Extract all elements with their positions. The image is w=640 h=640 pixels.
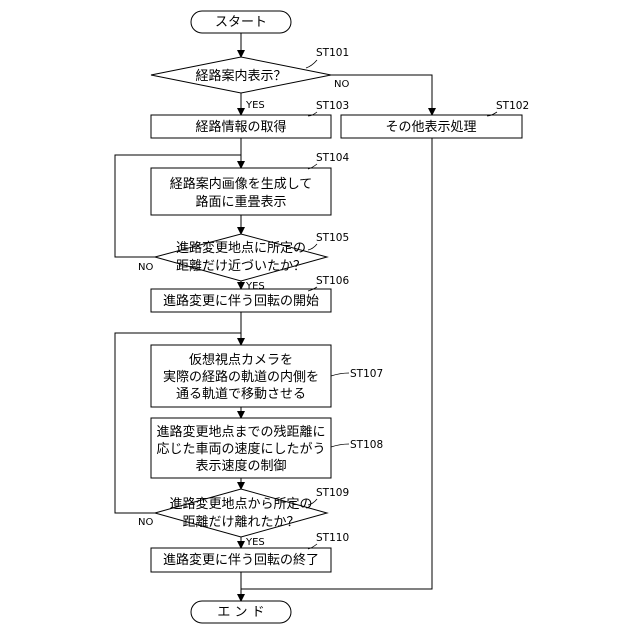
st110-id: ST110 [316, 532, 349, 544]
process-st104-line-1: 経路案内画像を生成して [170, 176, 313, 192]
d109-yes-label: YES [245, 537, 265, 548]
st102-id: ST102 [496, 100, 529, 112]
process-st103-label: 経路情報の取得 [195, 119, 286, 135]
decision-st109-line-1: 進路変更地点から所定の [169, 496, 312, 512]
start-terminal: スタート [191, 11, 291, 33]
st105-id: ST105 [316, 232, 349, 244]
process-st107-line-3: 通る軌道で移動させる [176, 386, 306, 402]
st105-leader [308, 244, 317, 250]
st101-id: ST101 [316, 47, 349, 59]
st107-id: ST107 [350, 368, 383, 380]
process-st107-line-2: 実際の経路の軌道の内側を [163, 369, 319, 385]
st106-id: ST106 [316, 275, 349, 287]
st103-id: ST103 [316, 100, 349, 112]
process-st110: 進路変更に伴う回転の終了 [151, 548, 331, 572]
process-st108-line-1: 進路変更地点までの残距離に [156, 424, 325, 440]
decision-st101-label: 経路案内表示？ [195, 68, 286, 84]
process-st104: 経路案内画像を生成して 路面に重畳表示 [151, 168, 331, 215]
st101-leader [306, 60, 317, 68]
process-st107-line-1: 仮想視点カメラを [189, 352, 293, 368]
decision-st109: 進路変更地点から所定の 距離だけ離れたか？ [155, 489, 327, 537]
d101-yes-label: YES [245, 100, 265, 111]
process-st108: 進路変更地点までの残距離に 応じた車両の速度にしたがう 表示速度の制御 [151, 418, 331, 478]
decision-st105: 進路変更地点に所定の 距離だけ近づいたか？ [155, 234, 327, 281]
process-st103: 経路情報の取得 [151, 115, 331, 138]
process-st102-label: その他表示処理 [385, 120, 476, 135]
st108-leader [331, 444, 349, 447]
decision-st101: 経路案内表示？ [151, 57, 331, 93]
st104-id: ST104 [316, 152, 349, 164]
decision-st109-line-2: 距離だけ離れたか？ [182, 515, 299, 530]
d105-no-label: NO [138, 262, 153, 273]
end-label: エ ン ド [217, 605, 264, 620]
d109-no-label: NO [138, 517, 153, 528]
process-st106-label: 進路変更に伴う回転の開始 [163, 293, 319, 309]
process-st108-line-3: 表示速度の制御 [195, 458, 286, 474]
end-terminal: エ ン ド [191, 601, 291, 623]
d105-yes-label: YES [245, 281, 265, 292]
process-st102: その他表示処理 [341, 115, 522, 138]
start-label: スタート [215, 15, 267, 30]
d101-no-label: NO [334, 79, 349, 90]
process-st104-line-2: 路面に重畳表示 [195, 194, 286, 210]
st109-id: ST109 [316, 487, 349, 499]
process-st106: 進路変更に伴う回転の開始 [151, 289, 331, 312]
decision-st105-line-2: 距離だけ近づいたか？ [176, 259, 306, 274]
process-st107: 仮想視点カメラを 実際の経路の軌道の内側を 通る軌道で移動させる [151, 345, 331, 407]
st108-id: ST108 [350, 439, 383, 451]
decision-st105-line-1: 進路変更地点に所定の [176, 240, 306, 256]
process-st110-label: 進路変更に伴う回転の終了 [163, 552, 319, 568]
process-st108-line-2: 応じた車両の速度にしたがう [156, 441, 325, 457]
st107-leader [331, 373, 349, 376]
